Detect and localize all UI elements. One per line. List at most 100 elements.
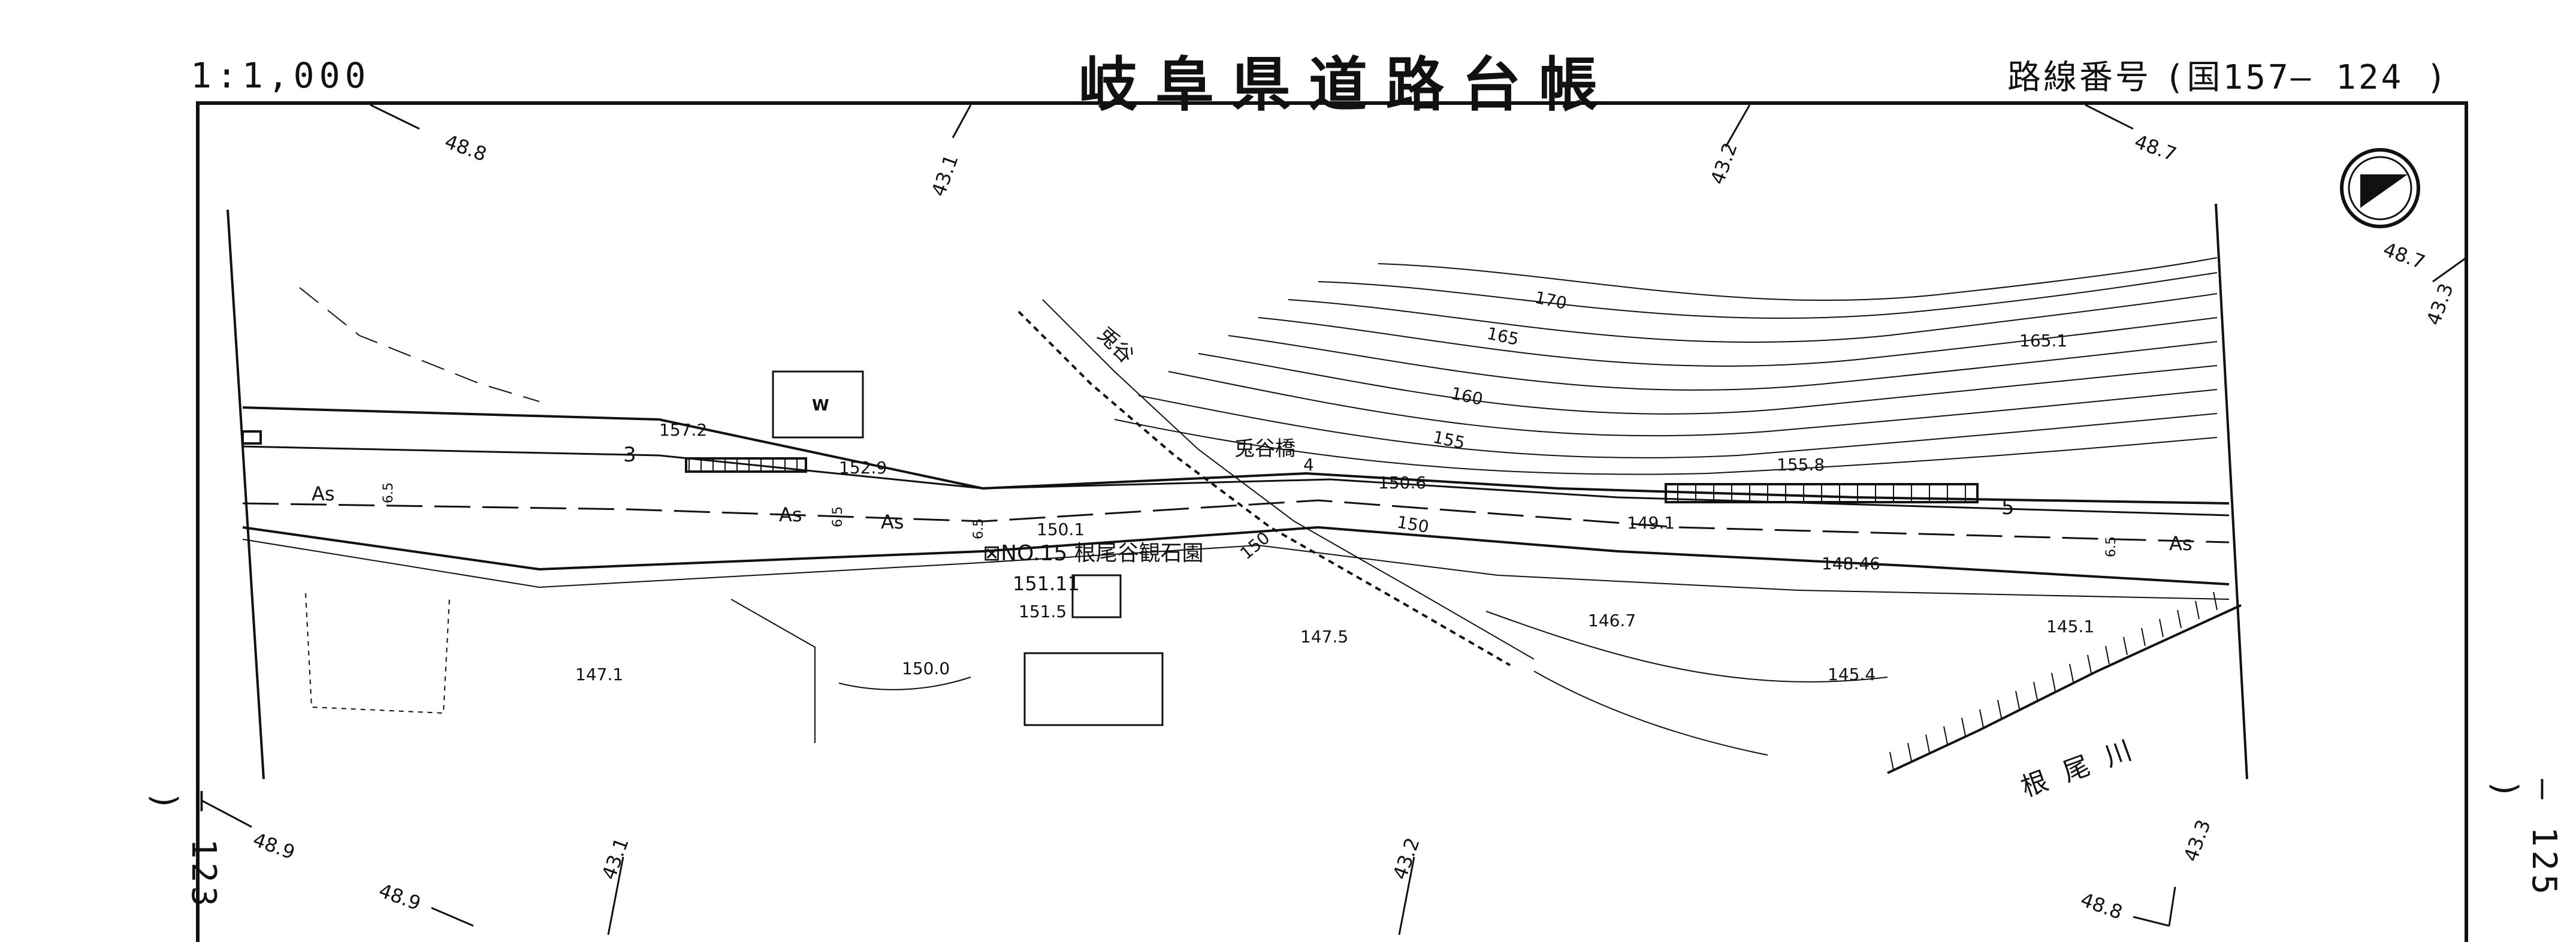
spot-height: 145.1: [2046, 617, 2094, 636]
grid-tick: [2168, 886, 2176, 926]
road-edge-north-inner: [242, 445, 2230, 517]
river-bank: [1887, 604, 2242, 774]
grid-tick: [952, 104, 972, 138]
field-boundary: [1485, 611, 1888, 683]
grid-tick: [200, 799, 252, 828]
map-title: 岐阜県道路台帳: [1079, 50, 1616, 119]
grid-tick: [2432, 256, 2467, 283]
field-boundary: [1533, 671, 1768, 756]
retaining-wall: [685, 457, 807, 473]
contour-line: [1228, 335, 2218, 391]
spot-height: 151.11: [1013, 572, 1080, 595]
map-frame: [196, 101, 2468, 942]
north-arrow-pointer: [2360, 174, 2408, 208]
spot-height: 155.8: [1777, 455, 1825, 475]
grid-label: 43.1: [597, 835, 633, 883]
ravine-label: 兎谷: [1093, 322, 1138, 368]
grid-tick: [1725, 104, 1751, 147]
contour-label: 170: [1533, 288, 1569, 313]
contour-label: 155: [1432, 427, 1467, 453]
route-code: (国157— 124 ): [2164, 58, 2449, 97]
width-label: 6.5: [971, 518, 986, 539]
contour-line: [1198, 353, 2218, 415]
adjacent-sheet-left: — 123 ): [145, 791, 223, 910]
station-label: 3: [623, 443, 636, 467]
landmark-label: ⊠NO.15 根尾谷観石園: [983, 541, 1204, 566]
field-boundary: [730, 599, 816, 743]
contour-label: 165: [1485, 324, 1521, 349]
spot-height: 150.0: [902, 659, 950, 678]
spot-height: 165.1: [2019, 331, 2067, 351]
road-edge-south-outer: [242, 539, 2230, 600]
route-number: 路線番号 (国157— 124 ): [2007, 50, 2449, 99]
contour-line: [1318, 272, 2218, 319]
map-scale: 1:1,000: [191, 55, 371, 96]
building: [1071, 574, 1122, 618]
building: [1023, 652, 1164, 726]
hatching: [688, 458, 798, 472]
grid-label: 48.8: [2077, 888, 2125, 924]
north-arrow-inner: [2348, 156, 2412, 221]
north-arrow-icon: [2340, 148, 2420, 228]
river-label: 根尾川: [2017, 729, 2152, 803]
grid-tick: [607, 856, 624, 935]
station-label: 4: [1303, 455, 1314, 475]
pavement-label: As: [2169, 532, 2193, 555]
ravine-bank: [1042, 299, 1535, 660]
spot-height: 151.5: [1019, 602, 1067, 621]
spot-height: 148.46: [1822, 554, 1880, 573]
spot-height: 150.1: [1037, 520, 1085, 539]
grid-label: 48.7: [2380, 238, 2428, 274]
contour-line: [1258, 317, 2218, 367]
contour-line: [1114, 419, 2218, 475]
map-header: 1:1,000 岐阜県道路台帳 路線番号 (国157— 124 ): [0, 0, 2576, 119]
width-label: 6.5: [2104, 536, 2119, 557]
field-boundary: [838, 677, 971, 690]
retaining-wall: [241, 430, 262, 445]
water-tank-label: W: [812, 397, 829, 415]
ravine-stream: [1017, 310, 1511, 666]
water-tank: [772, 370, 864, 439]
road-edge-south: [242, 526, 2230, 585]
road-centerline: [242, 499, 2230, 544]
grid-tick: [1398, 856, 1415, 935]
grid-label: 43.1: [927, 152, 963, 200]
width-label: 6.5: [831, 506, 845, 527]
spot-height: 157.2: [659, 420, 707, 440]
contour-line: [1288, 293, 2218, 343]
dashed-slope: [299, 287, 540, 402]
route-prefix: 路線番号: [2007, 58, 2151, 97]
adjacent-sheet-right: — 125 ): [2486, 779, 2563, 898]
hatching: [1677, 484, 1966, 502]
grid-label: 43.2: [1706, 140, 1742, 188]
width-label: 6.5: [381, 482, 396, 503]
pavement-label: As: [779, 503, 802, 526]
contour-line: [1378, 257, 2218, 301]
spot-height: 146.7: [1588, 611, 1636, 630]
spot-height: 152.9: [839, 458, 887, 478]
spot-height: 150.6: [1378, 473, 1426, 493]
grid-label: 43.3: [2422, 280, 2458, 328]
grid-label: 48.7: [2131, 130, 2179, 166]
sheet-boundary-right: [2215, 203, 2248, 780]
contour-line: [1138, 395, 2218, 458]
river-bank-teeth: [1889, 591, 2218, 771]
grid-tick: [2085, 104, 2134, 130]
sheet-boundary-left: [227, 209, 265, 780]
grid-label: 48.9: [250, 828, 298, 864]
grid-label: 48.8: [442, 130, 490, 166]
grid-tick: [431, 907, 474, 927]
station-label: 5: [2001, 496, 2015, 520]
spot-height: 147.1: [575, 665, 623, 684]
grid-label: 48.9: [376, 879, 424, 915]
grid-tick: [370, 104, 420, 130]
spot-height: 149.1: [1627, 513, 1675, 533]
pavement-label: As: [312, 482, 335, 505]
spot-height: 147.5: [1300, 627, 1348, 647]
grid-label: 43.3: [2179, 817, 2215, 865]
field-boundary: [305, 593, 450, 714]
spot-height: 145.4: [1828, 665, 1876, 684]
bridge-label: 兎谷橋: [1234, 437, 1295, 461]
contour-line: [1168, 371, 2218, 437]
